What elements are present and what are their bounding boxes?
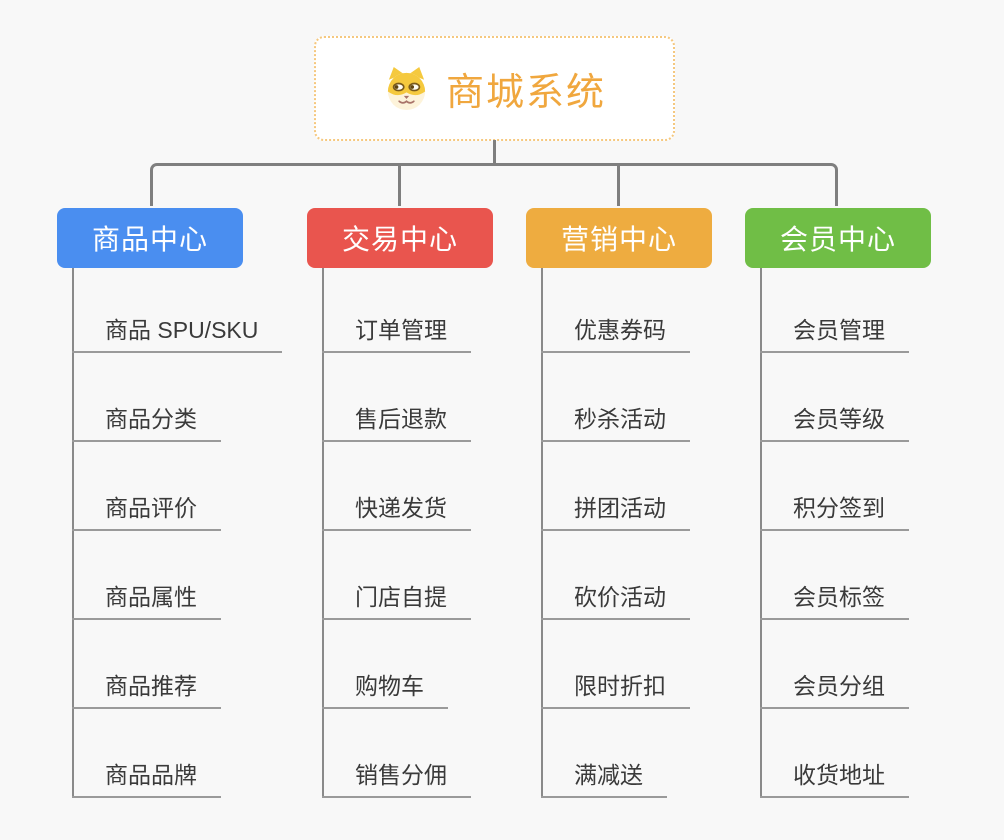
root-node-label: 商城系统	[445, 72, 606, 114]
leaf-node[interactable]: 商品属性	[72, 580, 221, 620]
leaf-node[interactable]: 会员分组	[760, 669, 909, 709]
leaf-node[interactable]: 会员标签	[760, 580, 909, 620]
leaf-node[interactable]: 会员管理	[760, 313, 909, 353]
tree-connector	[150, 163, 838, 206]
connector-drop-marketing	[617, 164, 620, 206]
leaf-node[interactable]: 商品分类	[72, 402, 221, 442]
leaf-node[interactable]: 商品 SPU/SKU	[72, 313, 283, 353]
connector-drop-trade	[398, 164, 401, 206]
branch-node-label: 商品中心	[91, 224, 208, 255]
leaf-node[interactable]: 砍价活动	[541, 580, 690, 620]
leaf-node[interactable]: 收货地址	[760, 758, 909, 798]
root-stem-connector	[493, 140, 496, 164]
trunk-line-marketing	[541, 268, 543, 798]
leaf-node[interactable]: 优惠券码	[541, 313, 690, 353]
trunk-line-member	[760, 268, 762, 798]
leaf-node[interactable]: 秒杀活动	[541, 402, 690, 442]
leaf-node[interactable]: 满减送	[541, 758, 667, 798]
leaf-node[interactable]: 门店自提	[322, 580, 471, 620]
leaf-node[interactable]: 商品品牌	[72, 758, 221, 798]
root-node-mall-system[interactable]: 商城系统	[314, 36, 675, 141]
leaf-node[interactable]: 购物车	[322, 669, 448, 709]
leaf-node[interactable]: 商品推荐	[72, 669, 221, 709]
trunk-line-trade	[322, 268, 324, 798]
branch-node-product-center[interactable]: 商品中心	[57, 208, 243, 268]
shiba-dog-icon	[383, 65, 430, 112]
branch-node-marketing-center[interactable]: 营销中心	[526, 208, 712, 268]
leaf-node[interactable]: 限时折扣	[541, 669, 690, 709]
branch-node-member-center[interactable]: 会员中心	[745, 208, 931, 268]
branch-node-label: 交易中心	[341, 224, 458, 255]
leaf-node[interactable]: 积分签到	[760, 491, 909, 531]
leaf-node[interactable]: 销售分佣	[322, 758, 471, 798]
leaf-node[interactable]: 订单管理	[322, 313, 471, 353]
leaf-node[interactable]: 快递发货	[322, 491, 471, 531]
branch-node-label: 营销中心	[560, 224, 677, 255]
leaf-node[interactable]: 会员等级	[760, 402, 909, 442]
leaf-node[interactable]: 拼团活动	[541, 491, 690, 531]
branch-node-trade-center[interactable]: 交易中心	[307, 208, 493, 268]
leaf-node[interactable]: 售后退款	[322, 402, 471, 442]
branch-node-label: 会员中心	[779, 224, 896, 255]
trunk-line-product	[72, 268, 74, 798]
leaf-node[interactable]: 商品评价	[72, 491, 221, 531]
